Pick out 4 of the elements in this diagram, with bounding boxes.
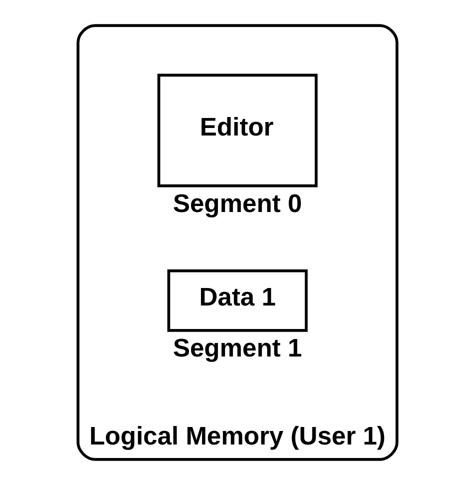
node-label: Segment 0	[172, 190, 302, 218]
node-box: Editor	[157, 74, 318, 188]
node-box: Data 1	[167, 269, 308, 332]
node-label: Segment 1	[172, 334, 302, 362]
